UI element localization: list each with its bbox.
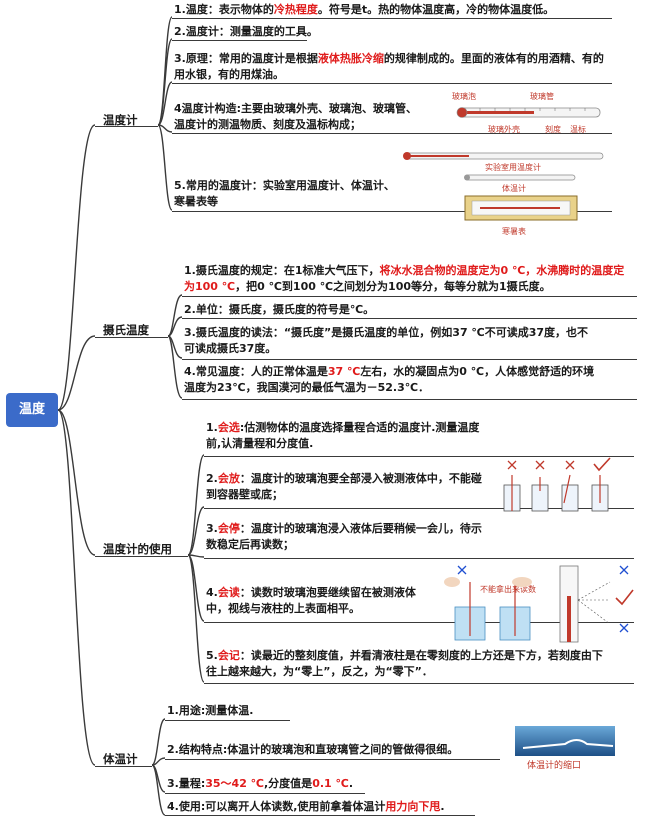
leaf-underline [204, 508, 634, 509]
leaf-underline [165, 720, 290, 721]
check-mark-icon [615, 589, 634, 606]
branch-thermometer-use: 温度计的使用 [103, 542, 172, 556]
clinical-neck-figure: 体温计的缩口 [515, 726, 615, 770]
leaf-underline [182, 359, 637, 360]
branch-underline [95, 126, 158, 127]
check-mark-icon [593, 457, 611, 472]
branch-underline [95, 556, 188, 557]
caption-glass-bulb: 玻璃泡 [452, 91, 476, 101]
leaf-reading-method: 3.摄氏温度的读法：“摄氏度”是摄氏温度的单位，例如37 ℃不可读成37度，也不… [184, 326, 589, 355]
leaf-select: 1.会选:估测物体的温度选择量程合适的温度计.测量温度前,认清量程和分度值. [206, 421, 480, 450]
leaf-common-thermometers: 5.常用的温度计：实验室用温度计、体温计、寒暑表等 [174, 179, 395, 208]
caption-no-reading: 不能拿出来读数 [480, 584, 536, 594]
leaf-underline [165, 759, 500, 760]
leaf-underline [172, 83, 612, 84]
leaf-principle: 3.原理：常用的温度计是根据液体热胀冷缩的规律制成的。里面的液体有的用酒精、有的… [174, 52, 604, 81]
caption-clinical-thermometer: 体温计 [502, 183, 526, 193]
caption-glass-tube: 玻璃管 [530, 91, 554, 101]
leaf-record: 5.会记：读最近的整刻度值，并看清液柱是在零刻度的上方还是下方，若刻度由下往上越… [206, 649, 603, 678]
leaf-underline [204, 683, 634, 684]
leaf-underline [182, 318, 637, 319]
leaf-wait: 3.会停：温度计的玻璃泡浸入液体后要稍候一会儿，待示数稳定后再读数； [206, 522, 482, 551]
leaf-underline [172, 133, 612, 134]
branch-underline [95, 766, 152, 767]
leaf-common-temperatures: 4.常见温度：人的正常体温是37 ℃左右，水的凝固点为0 ℃，人体感觉舒适的环境… [184, 365, 595, 394]
leaf-construction: 4温度计构造:主要由玻璃外壳、玻璃泡、玻璃管、温度计的测温物质、刻度及温标构成； [174, 102, 418, 131]
thermometer-structure-figure: 玻璃泡 玻璃管 玻璃外壳 刻度 温标 [452, 91, 601, 134]
branch-underline [95, 337, 168, 338]
leaf-temperature-definition: 1.温度：表示物体的冷热程度。符号是t。热的物体温度高，冷的物体温度低。 [174, 3, 555, 16]
leaf-celsius-definition: 1.摄氏温度的规定：在1标准大气压下，将冰水混合物的温度定为0 ℃，水沸腾时的温… [184, 264, 625, 293]
wrong-mark-icon [619, 623, 629, 633]
wrong-mark-icon [507, 460, 575, 470]
branch-thermometer: 温度计 [103, 113, 138, 127]
leaf-structure: 2.结构特点:体温计的玻璃泡和直玻璃管之间的管做得很细。 [167, 743, 459, 756]
leaf-underline [182, 296, 637, 297]
common-thermometers-figure: 实验室用温度计 体温计 寒暑表 [403, 152, 604, 236]
leaf-underline [172, 18, 612, 19]
leaf-underline [204, 558, 634, 559]
caption-lab-thermometer: 实验室用温度计 [485, 162, 541, 172]
branch-celsius: 摄氏温度 [103, 323, 149, 337]
leaf-usage: 4.使用:可以离开人体读数,使用前拿着体温计用力向下甩. [167, 800, 445, 813]
placement-figure [503, 457, 611, 512]
caption-glass-shell: 玻璃外壳 [488, 124, 520, 134]
branch-clinical-thermometer: 体温计 [103, 752, 138, 766]
caption-temp-mark: 温标 [570, 124, 586, 134]
wrong-mark-icon [457, 565, 467, 575]
caption-neck: 体温计的缩口 [527, 759, 581, 770]
leaf-range: 3.量程:35～42 ℃,分度值是0.1 ℃. [167, 777, 354, 790]
leaf-read: 4.会读：读数时玻璃泡要继续留在被测液体中，视线与液柱的上表面相平。 [206, 586, 416, 615]
wrong-mark-icon [619, 565, 629, 575]
leaf-thermometer-tool: 2.温度计：测量温度的工具。 [174, 25, 318, 38]
leaf-underline [165, 815, 475, 816]
leaf-place: 2.会放：温度计的玻璃泡要全部浸入被测液体中，不能碰到容器壁或底； [206, 472, 482, 501]
leaf-underline [165, 793, 365, 794]
caption-scale: 刻度 [545, 124, 561, 134]
leaf-unit: 2.单位：摄氏度，摄氏度的符号是℃。 [184, 303, 375, 316]
leaf-underline [182, 399, 637, 400]
leaf-underline [172, 211, 612, 212]
leaf-underline [172, 40, 307, 41]
reading-figure: 不能拿出来读数 [444, 565, 634, 643]
root-node: 温度 [6, 393, 58, 427]
leaf-underline [204, 622, 634, 623]
leaf-underline [204, 456, 634, 457]
leaf-purpose: 1.用途:测量体温. [167, 704, 254, 717]
caption-hanshu-meter: 寒暑表 [502, 226, 526, 236]
